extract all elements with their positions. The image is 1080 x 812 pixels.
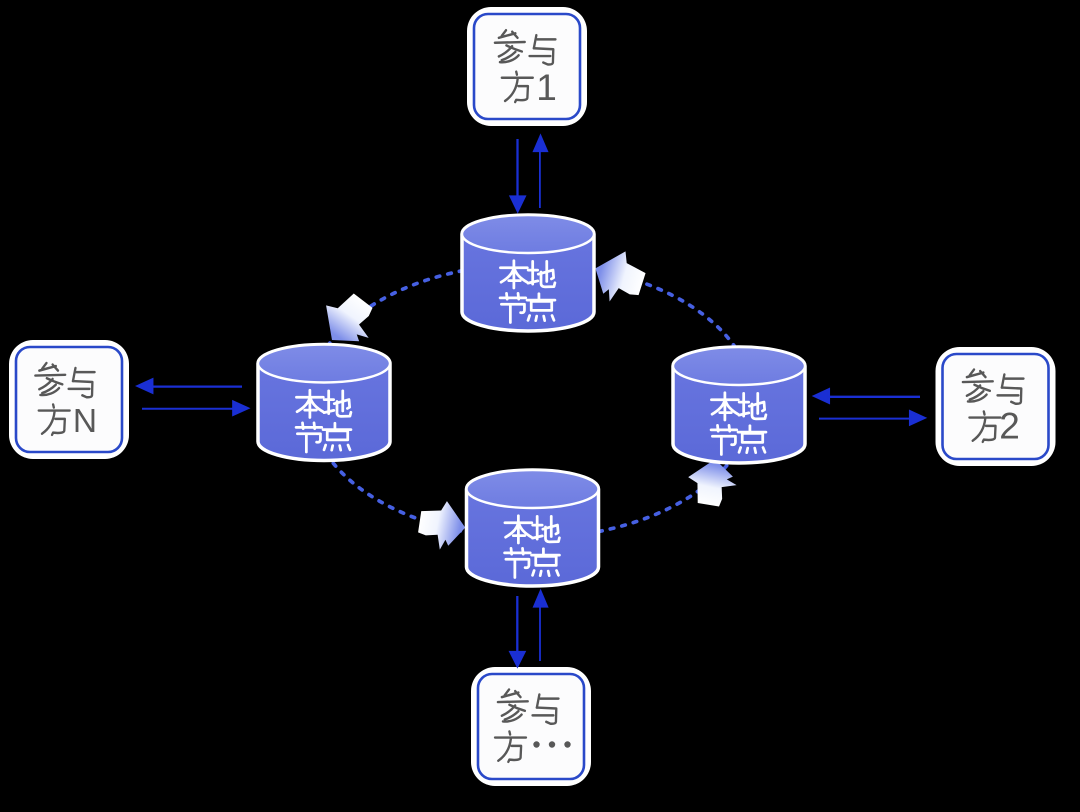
svg-text:N: N	[73, 403, 97, 440]
svg-text:2: 2	[999, 406, 1020, 447]
svg-text:1: 1	[536, 67, 557, 108]
